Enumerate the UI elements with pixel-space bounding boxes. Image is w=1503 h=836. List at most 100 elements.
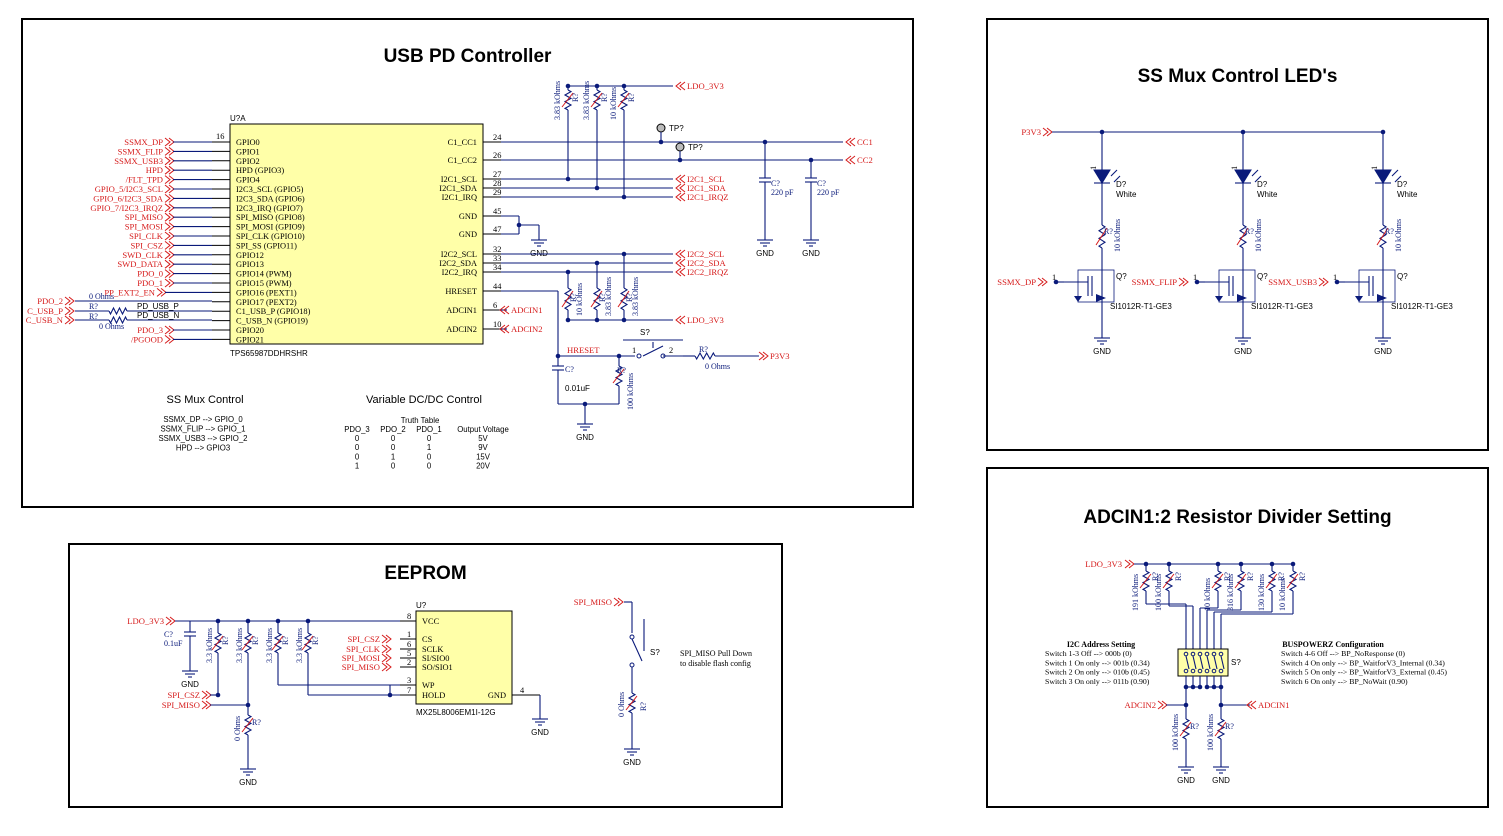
pin-number: 5 — [407, 649, 411, 658]
resistor-ref: R? — [1385, 227, 1394, 236]
truth-table-cell: 9V — [478, 443, 488, 452]
led-ref: D? — [1257, 180, 1268, 189]
eeprom-title: EEPROM — [384, 563, 467, 584]
net-label-left: SWD_CLK — [122, 250, 163, 260]
net-label-left: SSMX_FLIP — [118, 146, 164, 156]
switch-pin: 2 — [669, 346, 673, 355]
i2c-line: Switch 1 On only --> 001b (0.34) — [1045, 658, 1150, 667]
ground-label: GND — [623, 758, 641, 767]
net-label: I2C2_SCL — [687, 249, 724, 259]
pin-number: 45 — [493, 207, 501, 216]
capacitor-ref: C? — [164, 630, 173, 639]
adcin-out-net: ADCIN1 — [1258, 700, 1290, 710]
net-port-icon — [164, 278, 175, 288]
resistor-ref: R? — [1104, 227, 1113, 236]
net-port-icon — [1124, 559, 1135, 569]
net-port-icon — [164, 222, 175, 231]
dip-switch-lever — [1220, 655, 1225, 670]
resistor-tolerance-mark — [1211, 573, 1224, 589]
switch-contact — [660, 353, 666, 359]
capacitor-ref: C? — [817, 179, 826, 188]
resistor-value: 0 Ohms — [99, 322, 124, 331]
ic-pin-label: GPIO12 — [236, 251, 264, 260]
ic-pin-label: I2C3_SDA (GPIO6) — [236, 194, 305, 203]
test-point-ref: TP? — [688, 143, 703, 152]
net-port-icon — [381, 662, 392, 672]
eeprom-bus-net: SPI_MISO — [342, 662, 380, 672]
pin-number: 44 — [493, 282, 502, 291]
net-port-icon — [381, 644, 392, 654]
divider-resistor-value: 130 kOhms — [1257, 574, 1266, 611]
net-port-icon — [164, 325, 175, 335]
truth-table-title: Truth Table — [401, 416, 440, 425]
miso-net: SPI_MISO — [574, 597, 612, 607]
net-label-left: PDO_1 — [137, 278, 163, 288]
net-label-left: C_USB_N — [26, 315, 64, 325]
net-port-icon — [164, 147, 175, 156]
net-port-icon — [164, 203, 175, 213]
pullup-ref: R? — [221, 636, 230, 645]
ss-mux-mapping: SSMX_FLIP --> GPIO_1 — [160, 425, 245, 434]
junction-dot — [762, 139, 768, 145]
net-port-icon — [164, 184, 175, 194]
ic-pin-label: ADCIN1 — [446, 306, 477, 315]
net-port-icon — [164, 194, 175, 203]
pullup-value: 3.83 kOhms — [631, 277, 640, 316]
junction-dot — [215, 692, 221, 698]
divider-resistor-ref: R? — [1277, 572, 1286, 581]
net-port-icon — [1042, 127, 1053, 137]
ic-pin-label: C_USB_N (GPIO19) — [236, 317, 308, 326]
junction-dot — [387, 692, 393, 698]
mosfet-ref: Q? — [1116, 272, 1127, 281]
dip-switch-contact — [1183, 668, 1189, 674]
resistor-tolerance-mark — [301, 635, 314, 651]
net-label-left: SPI_CLK — [129, 231, 164, 241]
junction-dot — [594, 185, 600, 191]
switch-icon — [631, 619, 645, 662]
net-label-left: GPIO_7/I2C3_IRQZ — [90, 203, 163, 213]
mosfet-diode-icon — [1096, 294, 1106, 302]
ic-pin-label: GND — [459, 212, 477, 221]
eeprom-bus-net: SPI_MOSI — [342, 653, 380, 663]
resistor-tolerance-mark — [590, 92, 603, 108]
ground-label: GND — [181, 680, 199, 689]
net-label: I2C1_SCL — [687, 174, 724, 184]
note-line: SPI_MISO Pull Down — [680, 649, 752, 658]
resistor-value: 10 kOhms — [1394, 219, 1403, 252]
adcin-out-net: ADCIN2 — [1124, 700, 1156, 710]
ic-ref: U?A — [230, 114, 246, 123]
ic-pin-label: GPIO15 (PWM) — [236, 279, 292, 288]
mosfet-diode-icon — [1237, 294, 1247, 302]
junction-dot — [1190, 684, 1196, 690]
bottom-resistor-ref: R? — [1190, 722, 1199, 731]
ic-pin-label: I2C2_IRQ — [442, 268, 477, 277]
ic-pin-label: GPIO0 — [236, 138, 260, 147]
resistor-tolerance-mark — [617, 290, 630, 308]
divider-resistor-value: 10 kOhms — [1278, 578, 1287, 611]
pin-number: 26 — [493, 151, 501, 160]
net-label-left: PDO_0 — [137, 269, 163, 279]
adcin-divider-panel: ADCIN1:2 Resistor Divider Setting LDO_3V… — [986, 467, 1489, 808]
pin-number: 2 — [407, 658, 411, 667]
net-port-icon — [1178, 277, 1189, 287]
resistor-tolerance-mark — [1376, 227, 1389, 246]
net-port-icon — [164, 165, 175, 175]
ic-pin-label: I2C3_SCL (GPIO5) — [236, 185, 304, 194]
junction-dot — [1240, 129, 1246, 135]
pd-usb-n-label: PD_USB_N — [137, 311, 179, 320]
truth-table-cell: 0 — [391, 443, 396, 452]
ic-pin-label: HPD (GPIO3) — [236, 166, 284, 175]
ic-part-number: MX25L8006EM1I-12G — [416, 708, 496, 717]
junction-dot — [621, 194, 627, 200]
ic-pin-label: C1_USB_P (GPIO18) — [236, 307, 311, 316]
pullup-value: 3.83 kOhms — [553, 81, 562, 120]
net-port-icon — [675, 249, 686, 259]
net-port-icon — [381, 653, 392, 663]
pullup-ref: R? — [281, 636, 290, 645]
truth-table-header: PDO_3 — [344, 425, 370, 434]
pin-number: 47 — [493, 225, 501, 234]
junction-dot — [594, 317, 600, 323]
net-port-icon — [164, 241, 175, 250]
pin-number: 1 — [1052, 273, 1056, 282]
